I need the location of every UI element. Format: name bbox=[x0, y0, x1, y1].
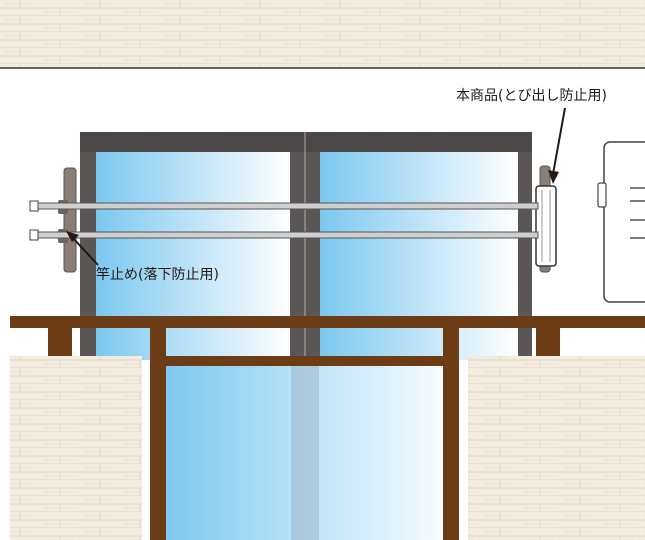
pole-stopper-icon bbox=[58, 167, 77, 273]
clothesline-holder-icon bbox=[535, 165, 557, 273]
laundry-pole-icon bbox=[29, 200, 539, 241]
balcony-railing-icon bbox=[10, 316, 645, 540]
product-label: 本商品(とび出し防止用) bbox=[456, 88, 607, 104]
pole-stopper-label: 竿止め(落下防止用) bbox=[96, 267, 219, 283]
air-conditioner-unit-icon bbox=[597, 141, 645, 303]
lower-opening bbox=[162, 360, 460, 540]
lower-walls bbox=[10, 356, 645, 540]
label-arrows bbox=[66, 107, 566, 266]
upper-wall bbox=[0, 0, 645, 69]
